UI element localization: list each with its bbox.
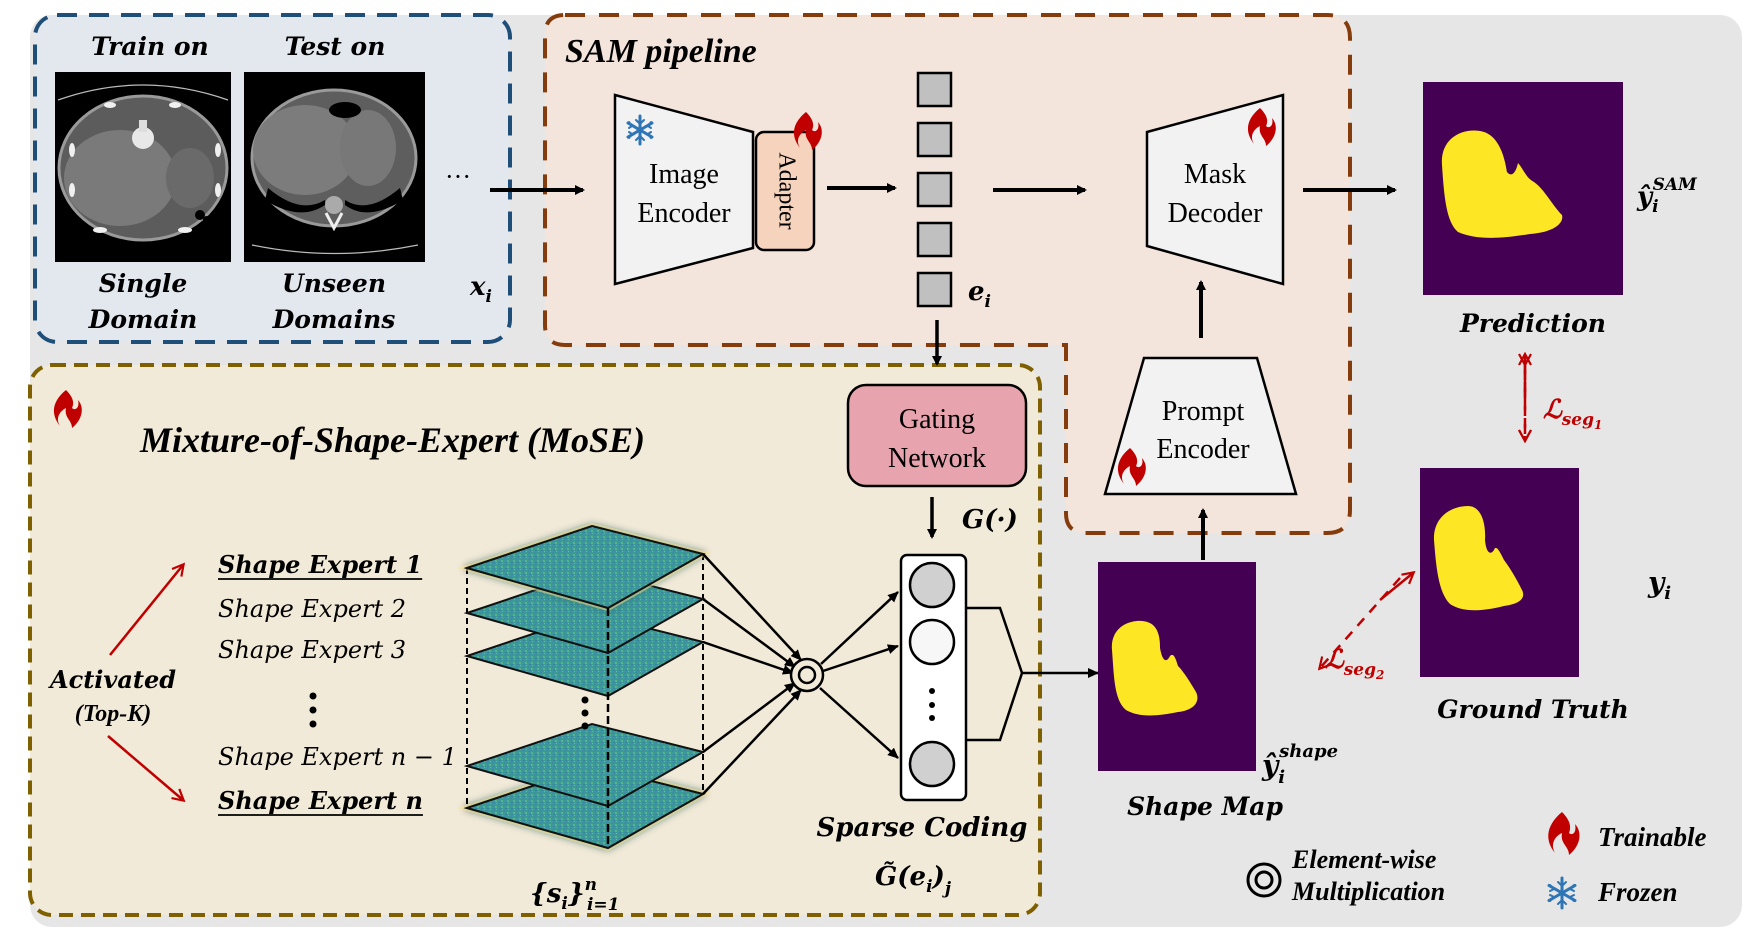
arrow-expert-to-multiplication [702,553,802,661]
shape-expert-feature-stack [456,522,802,852]
legend: Element-wise Multiplication Trainable Fr… [1246,812,1707,910]
prediction-symbol: ŷiSAM [1636,175,1698,217]
embedding-token [916,271,953,308]
stack-ellipsis-dot [581,696,589,704]
flame-icon [1117,448,1146,486]
mask-decoder-block: Mask Decoder [1145,93,1285,286]
shape-map-mask [1098,562,1256,771]
ct-scan-test-image [244,72,425,262]
stack-ellipsis-dot [581,709,589,717]
ground-truth-mask [1420,468,1579,677]
shape-expert-item: Shape Expert 3 [218,636,406,664]
shape-expert-item: Shape Expert n [218,786,423,815]
shape-map-label: Shape Map [1127,792,1283,821]
snowflake-icon [1547,876,1577,910]
expert-list-ellipsis [309,692,317,728]
train-on-label: Train on [91,32,208,61]
ground-truth-label: Ground Truth [1437,695,1629,724]
stack-ellipsis-dot [581,722,589,730]
embedding-token [916,71,953,108]
sam-pipeline-title: SAM pipeline [565,33,757,70]
flame-icon [1247,108,1276,146]
single-domain-caption-2: Domain [88,305,198,334]
embedding-token [916,171,953,208]
image-encoder-block: Image Encoder [613,93,755,286]
elementwise-multiplication-icon [1246,862,1282,898]
arrow-activated-to-expert-n [107,735,183,800]
test-on-label: Test on [285,32,386,61]
flame-icon [1548,812,1580,855]
legend-elementwise-2: Multiplication [1291,877,1445,906]
embedding-tokens [916,71,953,308]
image-encoder-label-2: Encoder [637,198,731,229]
activated-label-1: Activated [48,665,176,694]
arrow-expert-to-multiplication [702,689,802,795]
sparse-coding-function: G̃(ei)j [875,861,952,899]
sam-pipeline-panel: SAM pipeline Image Encoder Adapter ei Ma… [490,13,1397,535]
elementwise-multiplication-node [789,657,825,693]
ct-scan-train-image [55,72,231,262]
activated-label-2: (Top-K) [75,701,151,727]
gating-network-label-2: Network [888,443,986,474]
embedding-token [916,221,953,258]
legend-elementwise-1: Element-wise [1291,845,1436,874]
loss2-arrow-head [1379,573,1413,601]
mose-title: Mixture-of-Shape-Expert (MoSE) [139,420,645,460]
single-domain-caption-1: Single [99,269,188,298]
unseen-domains-caption-1: Unseen [282,269,386,298]
legend-trainable: Trainable [1598,822,1707,852]
prediction-mask [1423,82,1623,295]
mask-decoder-label-2: Decoder [1168,198,1264,229]
embedding-token [916,121,953,158]
expert-list: Shape Expert 1 Shape Expert 2 Shape Expert… [218,550,457,816]
unseen-domains-caption-2: Domains [272,305,396,334]
mask-decoder-label-1: Mask [1184,159,1246,190]
arrow-mult-to-sparse-n [819,687,899,759]
loss2-label: ℒseg2 [1325,645,1384,682]
sparse-coding-vector [899,553,968,802]
sparse-coding-label: Sparse Coding [817,813,1028,843]
input-panel: Train on Test on [33,13,512,344]
flame-icon [53,390,82,428]
shape-expert-item: Shape Expert 2 [218,595,406,623]
input-symbol: xi [469,272,492,307]
arrow-activated-to-expert-1 [109,565,183,656]
gating-network-block: Gating Network [846,383,1028,488]
gating-network-label-1: Gating [899,404,975,435]
flame-icon [793,112,822,150]
adapter-label: Adapter [773,152,799,229]
arrow-expert-to-multiplication [702,640,794,675]
shape-expert-item: Shape Expert n − 1 [218,743,457,771]
arrow-mult-to-sparse-2 [822,644,899,673]
shape-map-symbol: ŷishape [1261,741,1338,788]
prompt-encoder-label-2: Encoder [1156,434,1250,465]
embedding-symbol: ei [968,277,991,312]
adapter-block: Adapter [754,112,822,252]
loss1-label: ℒseg1 [1543,395,1602,432]
arrow-expert-to-multiplication [702,597,796,669]
more-images-ellipsis: ··· [445,162,471,191]
arrow-mult-to-sparse-1 [820,591,899,665]
prompt-encoder-block: Prompt Encoder [1103,356,1298,496]
ground-truth-symbol: yi [1647,566,1671,604]
arrow-expert-to-multiplication [702,682,796,753]
legend-frozen: Frozen [1597,877,1678,907]
mose-panel: Mixture-of-Shape-Expert (MoSE) Activated… [28,363,1042,917]
gating-function-label: G(·) [962,505,1018,535]
snowflake-icon [626,114,654,146]
prompt-encoder-label-1: Prompt [1162,396,1245,427]
prediction-label: Prediction [1459,309,1606,338]
image-encoder-label-1: Image [649,159,719,190]
shape-expert-item: Shape Expert 1 [218,550,422,579]
